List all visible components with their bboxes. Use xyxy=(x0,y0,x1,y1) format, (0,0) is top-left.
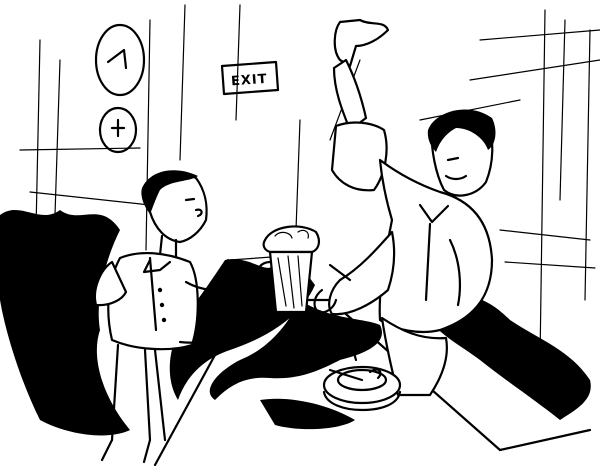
bartender-figure xyxy=(313,18,496,397)
ashtray xyxy=(322,334,402,412)
beer-mug xyxy=(255,225,321,314)
exit-sign-label: EXIT xyxy=(231,72,269,90)
wall-clock xyxy=(94,23,146,154)
customer-figure xyxy=(93,170,248,464)
exit-sign: EXIT xyxy=(220,60,280,96)
